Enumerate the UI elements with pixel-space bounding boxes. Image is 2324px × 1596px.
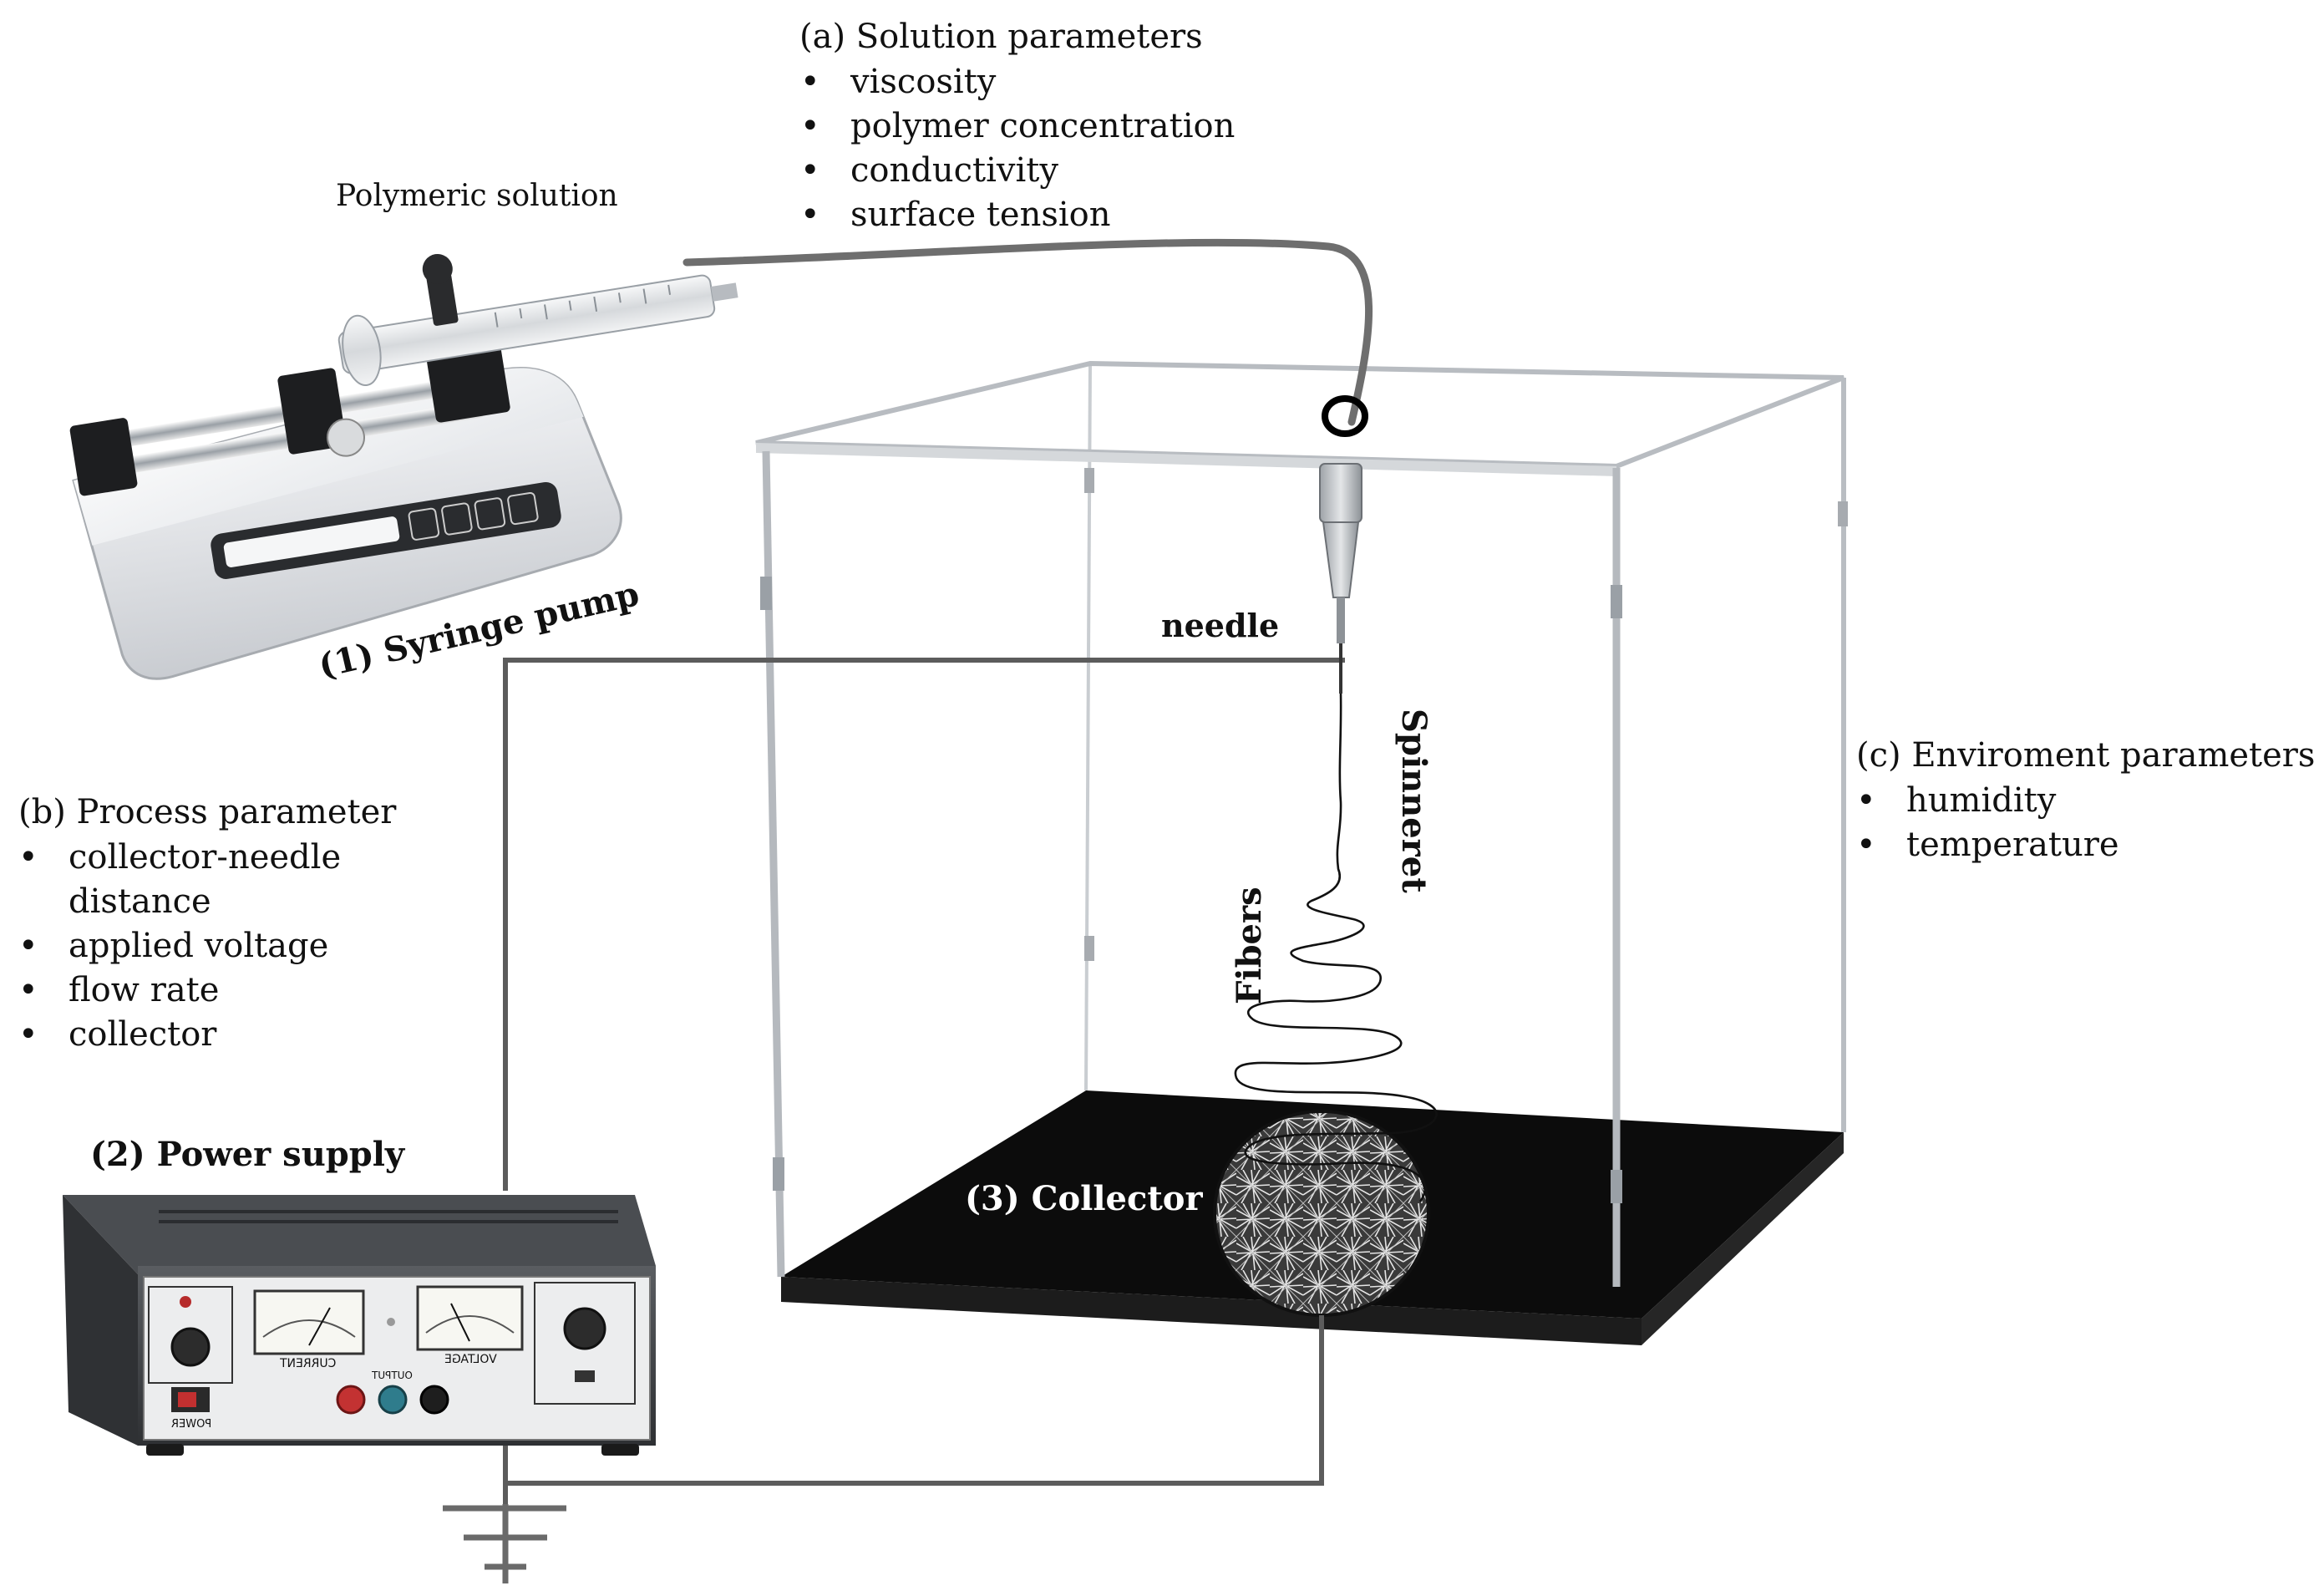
process-parameters-list: collector-needle distance applied voltag… bbox=[18, 836, 341, 1057]
power-supply bbox=[63, 1195, 656, 1456]
list-item: polymer concentration bbox=[800, 104, 1235, 149]
list-item: viscosity bbox=[800, 60, 1235, 104]
feed-tube bbox=[682, 238, 1373, 426]
list-item: flow rate bbox=[18, 968, 341, 1013]
power-label: POWER bbox=[171, 1418, 212, 1431]
current-meter-label: CURRENT bbox=[280, 1357, 337, 1370]
solution-parameters-list: viscosity polymer concentration conducti… bbox=[800, 60, 1235, 237]
output-label: OUTPUT bbox=[372, 1370, 413, 1381]
voltage-meter-label: VOLTAGE bbox=[444, 1353, 497, 1366]
list-item: distance bbox=[69, 882, 211, 921]
list-item: collector bbox=[18, 1013, 341, 1057]
list-item: surface tension bbox=[800, 193, 1235, 237]
tube-loop bbox=[1322, 395, 1368, 437]
power-supply-label: (2) Power supply bbox=[90, 1135, 405, 1174]
list-item: collector-needle bbox=[18, 836, 341, 880]
list-item: temperature bbox=[1856, 823, 2119, 867]
polymeric-solution-label: Polymeric solution bbox=[336, 179, 618, 213]
collector-fiber-mat bbox=[1213, 1110, 1430, 1317]
list-item: humidity bbox=[1856, 779, 2119, 823]
fibers-label: Fibers bbox=[1230, 887, 1269, 1004]
list-item: applied voltage bbox=[18, 924, 341, 968]
collector-label: (3) Collector bbox=[965, 1179, 1203, 1218]
syringe-pump bbox=[69, 253, 738, 680]
environment-parameters-list: humidity temperature bbox=[1856, 779, 2119, 867]
needle bbox=[1319, 463, 1362, 694]
environment-parameters-heading: (c) Enviroment parameters bbox=[1856, 736, 2316, 775]
spinneret-label: Spinneret bbox=[1394, 709, 1433, 893]
wiring bbox=[503, 658, 1345, 1504]
process-parameters-heading: (b) Process parameter bbox=[18, 793, 397, 831]
needle-label: needle bbox=[1161, 607, 1280, 644]
solution-parameters-heading: (a) Solution parameters bbox=[799, 18, 1203, 56]
ground-symbol bbox=[443, 1504, 566, 1583]
fiber-jet bbox=[1234, 693, 1438, 1202]
list-item: conductivity bbox=[800, 149, 1235, 193]
